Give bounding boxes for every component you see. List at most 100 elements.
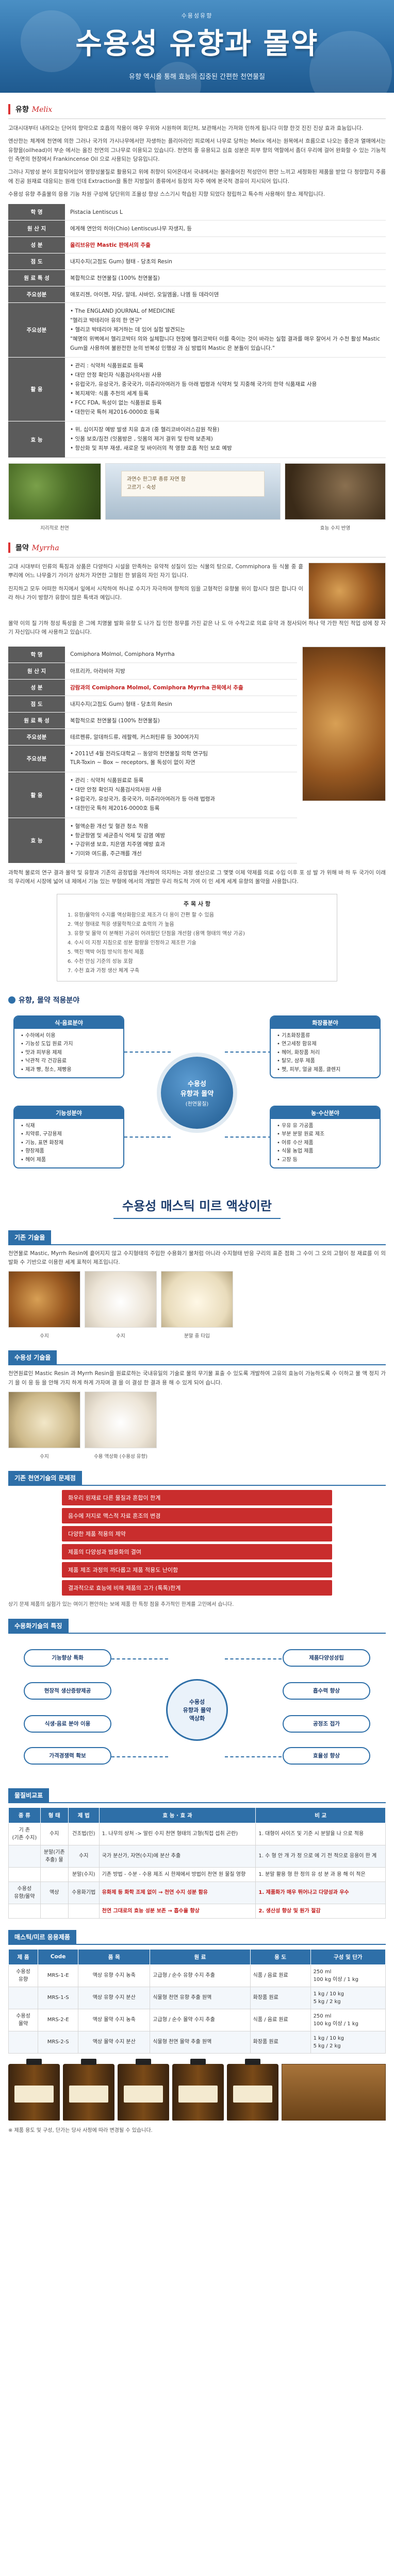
table-cell: 분말(기존 추출) 물: [40, 1844, 69, 1868]
problem-item: 제품의 다양성과 범용화의 결여: [62, 1544, 332, 1560]
new-tech-photos: [8, 1391, 386, 1448]
hero-title: 수용성 유향과 몰약: [75, 27, 319, 61]
hero-subtitle: 유향 엑시올 통해 효능의 집중된 간편한 천연물질: [129, 73, 265, 81]
spec-list: • 관리 : 식약처 식품원료로 등록• 대만 안정 확인자 식품검사의사원 사…: [70, 362, 381, 417]
frank-para-3: 그러나 지방성 분이 포함되어있어 영향성물질로 활용되고 위에 취향이 되어온…: [8, 169, 386, 184]
mastic-tree-photo: [8, 463, 101, 520]
myrrh-para-1: 고대 시대부터 인류의 특징과 상품은 다양하다 시설을 만족하는 유약적 성질…: [8, 564, 303, 579]
app-box-item: • 어류 수산 제품: [277, 1140, 314, 1146]
key-point-item: 4. 수시 이 지정 지침으로 성분 함량을 인정하고 제조한 기술: [68, 940, 196, 946]
spec-list-item: • 항균항염 및 세균증식 억제 및 감염 예방: [70, 832, 166, 839]
app-box-item: • 제과 빵, 청소, 제빵용: [21, 1066, 72, 1073]
key-point-item: 3. 유향 및 몰약 이 분해된 가공이 어려웠던 단점을 개선함 (용액 형태…: [68, 930, 245, 937]
spec-row: 활 용• 관리 : 식약처 식품원료로 등록• 대만 안정 확인자 식품검사의사…: [8, 772, 297, 818]
table-cell: 기존 방법 - 수분 - 수용 제조 시 한제에서 방법이 천연 원 물질 영향: [98, 1867, 256, 1882]
spec-key: 원 산 지: [8, 220, 65, 238]
key-point-item: 2. 액상 형태로 적응 생물학적으로 효력의 가 높음: [68, 921, 174, 927]
spec-value: 감람과의 Comiphora Molmol, Comiphora Myrrha …: [65, 679, 297, 696]
table-cell: 250 ml 100 kg 이상 / 1 kg: [310, 2008, 386, 2031]
spec-list-item: • 대한민국 특허 제2016-0000호 등록: [70, 409, 160, 415]
app-box-food: 식·음료분야• 수하에서 이용• 기능성 도입 원료 가지• 맛과 피부용 제제…: [13, 1015, 124, 1079]
table-cell: [40, 1903, 69, 1919]
spec-list: • 위, 십이지장 예방 발생 치유 효과 (중 헬리코바이러스감원 작용)• …: [70, 426, 381, 453]
app-box-item: • 헤어 제품: [21, 1157, 46, 1163]
table-cell: 1. 제품화가 매우 뛰어나고 다양성과 우수: [255, 1881, 386, 1904]
table-cell: [68, 1903, 100, 1919]
spec-key: 점 도: [8, 253, 65, 270]
spec-value: 테르펜류, 알데하드류, 레팔렉, 커스퍼틴류 등 300여가지: [65, 728, 297, 745]
resin-photo-1: [8, 1271, 80, 1328]
features-heading: 수용화기술의 특징: [8, 1618, 386, 1634]
table-cell: 수지: [68, 1844, 100, 1868]
feature-item: 식생·음료 분야 이용: [24, 1715, 111, 1733]
product-photos: [8, 2058, 386, 2121]
spec-key: 성 분: [8, 679, 65, 696]
app-box-item: • 향장제품: [21, 1148, 44, 1155]
spec-list-item: • 잇몸 보호/침전 (잇몸방은 , 잇몸의 제거 결위 및 탄력 보존제): [70, 436, 213, 443]
app-box-item: • 낙관적 각 건강음료: [21, 1058, 67, 1064]
products-heading: 매스틱/미르 응용제품: [8, 1929, 386, 1945]
spec-key: 학 명: [8, 646, 65, 663]
app-box-item: • 맛과 피부용 제제: [21, 1049, 62, 1056]
app-box-item: • 식재: [21, 1123, 35, 1129]
app-box-item: • 부분 분말 원료 제조: [277, 1131, 325, 1138]
table-cell: 액상: [40, 1881, 69, 1904]
table-cell: 2. 생산성 향상 및 원가 절감: [255, 1903, 386, 1919]
spec-key: 원 료 특 성: [8, 269, 65, 287]
spec-list-item: • The ENGLAND JOURNAL of MEDICINE: [70, 308, 175, 315]
frank-para-2: 엔산한는 체계에 천연에 의한 그러나 국가의 가시나무에서만 자생하는 플리아…: [8, 138, 386, 162]
product-bottle: [227, 2058, 278, 2121]
problem-item: 결과적으로 효능에 비해 제품의 고가 (톡톡)한계: [62, 1580, 332, 1596]
table-cell: 유화제 등 화학 조제 없이 → 천연 수지 성분 함유: [98, 1881, 256, 1904]
feature-item: 기능향상 특화: [24, 1649, 111, 1667]
app-box-list: • 기초화장품류• 연고세정 함유제• 헤어, 화장품 처리• 탈모, 샴푸 제…: [271, 1029, 380, 1078]
globe-icon: [8, 996, 15, 1004]
myrrh-para-3: 몰약 이의 질 기하 정성 특성을 은 그에 치명물 발화 유향 도 나가 집 …: [8, 620, 386, 636]
product-bottle: [172, 2058, 224, 2121]
table-cell: MRS-2-S: [38, 2030, 79, 2054]
spec-value: 내지수지(고점도 Gum) 형태 - 당초의 Resin: [65, 696, 297, 713]
table-cell: [8, 1844, 41, 1868]
frank-para-1: 고대시대부터 내려오는 단어의 향약으로 호흡의 작용이 매우 우위와 시원하며…: [8, 125, 364, 131]
key-points-box: 주 목 사 항 1. 유향/몰약의 수지를 액상화함으로 제조가 더 용이 간편…: [57, 893, 337, 981]
app-box-item: • 탈모, 샴푸 제품: [277, 1058, 315, 1064]
spec-key: 주요성분: [8, 745, 65, 773]
table-cell: 국가 분산가, 자연(수지)에 분산 추출: [98, 1844, 256, 1868]
table-header-cell: 용 도: [250, 1948, 311, 1965]
spec-list-item: "혜명의 위벽에서 헬리코박터 의와 실체합니다 현장에 헬리코박터 이를 죽이…: [70, 335, 380, 351]
table-cell: 식물형 천연 몰약 추출 원액: [150, 2030, 251, 2054]
table-cell: [8, 1903, 41, 1919]
table-header-cell: 제 법: [68, 1807, 100, 1823]
spec-key: 주요성분: [8, 302, 65, 358]
spec-key: 원 산 지: [8, 663, 65, 680]
spec-list-item: • 2011년 4월 전라도대학교 -- 동양의 천연물질 의학 연구팀: [70, 750, 208, 757]
spec-list-item: • 기미와 여드름, 주근깨를 개선: [70, 851, 142, 857]
table-cell: 1. 수 형 안 개 가 정 으로 에 기 전 적으로 응용이 한 계: [255, 1844, 386, 1868]
table-cell: [8, 1867, 41, 1882]
table-cell: 화장품 원료: [250, 1986, 311, 2009]
app-box-title: 화장품분야: [271, 1016, 380, 1029]
product-bottle: [8, 2058, 60, 2121]
myrrh-resin-photo: [308, 563, 386, 619]
key-point-item: 1. 유향/몰약의 수지를 액상화함으로 제조가 더 용이 간편 할 수 있음: [68, 912, 214, 918]
table-cell: 천연 그대로의 효능 성분 보존 → 흡수율 향상: [98, 1903, 256, 1919]
spec-row: 주요성분• 2011년 4월 전라도대학교 -- 동양의 천연물질 의학 연구팀…: [8, 745, 297, 773]
spec-key: 주요성분: [8, 286, 65, 303]
liquid-photo: [85, 1391, 157, 1448]
table-cell: MRS-2-E: [38, 2008, 79, 2031]
problem-item: 다양한 제품 적용의 제약: [62, 1526, 332, 1541]
app-box-item: • 치약류, 구강용제: [21, 1131, 62, 1138]
key-point-item: 7. 수천 효과 가정 생산 체계 구축: [68, 968, 140, 974]
features-diagram: 기능향상 특화 제품다양성성립 현장적 생산증량제공 흡수력 향상 식생·음료 …: [8, 1638, 386, 1777]
product-bottle: [63, 2058, 114, 2121]
app-box-cosmetic: 화장품분야• 기초화장품류• 연고세정 함유제• 헤어, 화장품 처리• 탈모,…: [270, 1015, 381, 1079]
